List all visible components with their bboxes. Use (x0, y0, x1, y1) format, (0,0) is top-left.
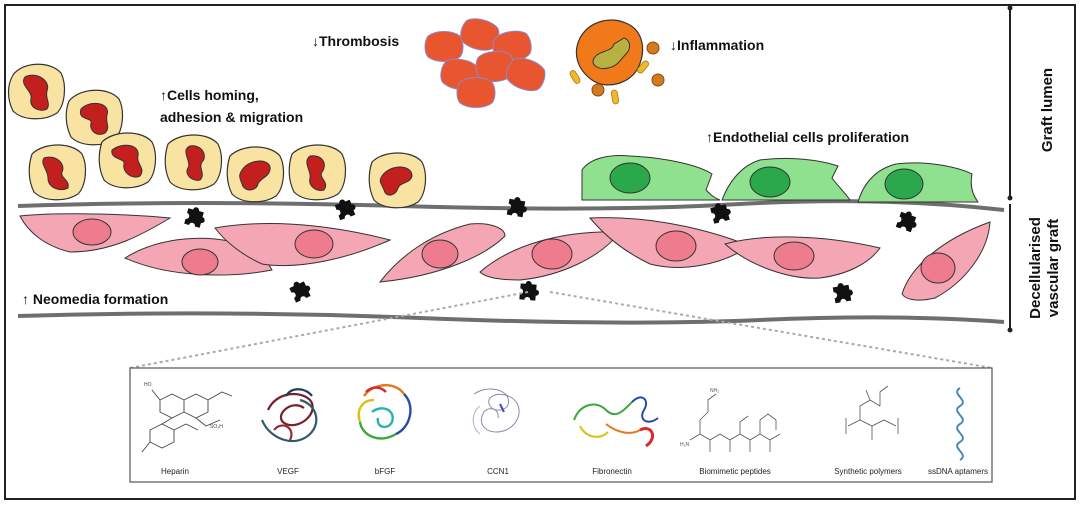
macrophage-inclusion (592, 37, 631, 69)
svg-text:HO: HO (144, 382, 152, 388)
red-blood-cells (424, 14, 550, 108)
particle-rod (569, 70, 581, 84)
molecule-caption: Biomimetic peptides (699, 467, 771, 476)
molecule-caption: bFGF (375, 467, 396, 476)
bfgf-ribbon-icon (357, 384, 412, 440)
svg-text:H₂N: H₂N (680, 442, 690, 448)
leukocyte (226, 146, 285, 203)
puzzle-piece-icon (288, 277, 314, 303)
smooth-muscle-cell (214, 223, 392, 267)
endothelial-cells (581, 155, 979, 203)
particle-rod (610, 89, 620, 105)
particle (651, 73, 665, 87)
smooth-muscle-cell (378, 223, 506, 283)
molecule-caption: Heparin (161, 467, 189, 476)
neomedia-label: ↑ Neomedia formation (22, 291, 168, 307)
svg-text:NH₂: NH₂ (710, 388, 719, 394)
smooth-muscle-cell (723, 236, 881, 279)
svg-text:SO₃H: SO₃H (210, 424, 223, 430)
red-blood-cell (424, 31, 464, 62)
red-blood-cell (456, 77, 496, 108)
particle (591, 83, 605, 97)
leukocyte (368, 152, 427, 209)
endothelial-label: ↑Endothelial cells proliferation (706, 129, 909, 145)
heparin-structure-icon: HO SO₃H (141, 382, 233, 453)
peptide-structure-icon: NH₂ H₂N (680, 388, 781, 452)
bracket-dot (1007, 195, 1013, 201)
molecule-caption: Synthetic polymers (834, 467, 902, 476)
smooth-muscle-cell (901, 221, 991, 301)
aptamer-helix-icon (956, 387, 964, 461)
decellularised-label: Decellularised (1027, 217, 1044, 319)
polymer-structure-icon (845, 385, 899, 440)
cells-homing-label: ↑Cells homing, (160, 87, 259, 103)
leukocyte (164, 134, 223, 191)
leukocyte (28, 144, 87, 201)
vegf-ribbon-icon (260, 388, 318, 443)
particle (646, 41, 660, 55)
graft-lumen-label: Graft lumen (1039, 68, 1056, 152)
endothelial-cell (581, 155, 721, 201)
bracket-dot (1007, 327, 1013, 333)
smooth-muscle-cell (588, 217, 752, 268)
smooth-muscle-cells (19, 213, 991, 301)
figure-frame (4, 4, 1076, 500)
zoom-line-left (129, 291, 529, 369)
molecule-caption: CCN1 (487, 467, 509, 476)
puzzle-piece-icon (832, 281, 855, 304)
leukocyte (65, 89, 124, 146)
adhesion-migration-label: adhesion & migration (160, 109, 303, 125)
leukocyte (98, 132, 157, 189)
zoom-line-right (549, 291, 993, 369)
puzzle-piece-icon (895, 208, 921, 234)
leukocytes (7, 63, 427, 209)
molecule-caption: VEGF (277, 467, 299, 476)
thrombosis-label: ↓Thrombosis (312, 33, 399, 49)
outer-membrane (17, 311, 1005, 325)
leukocyte (288, 144, 347, 201)
puzzle-piece-icon (333, 195, 359, 221)
leukocyte (7, 63, 66, 120)
fibronectin-ribbon-icon (573, 396, 659, 448)
molecule-caption: Fibronectin (592, 467, 632, 476)
smooth-muscle-cell (19, 213, 172, 253)
bracket-dot (1007, 5, 1013, 11)
particle-rod (637, 60, 649, 74)
molecule-caption: ssDNA aptamers (928, 467, 988, 476)
puzzle-piece-icon (519, 280, 540, 301)
inflammation-label: ↓Inflammation (670, 37, 764, 53)
endothelial-cell (721, 157, 851, 201)
molecules-panel (129, 367, 993, 483)
endothelial-cell (857, 162, 979, 203)
smooth-muscle-cell (479, 231, 621, 281)
macrophage-cluster (569, 19, 665, 105)
puzzle-piece-icon (184, 205, 208, 229)
ccn1-ribbon-icon (472, 388, 520, 435)
vascular-graft-label: vascular graft (1045, 219, 1062, 317)
